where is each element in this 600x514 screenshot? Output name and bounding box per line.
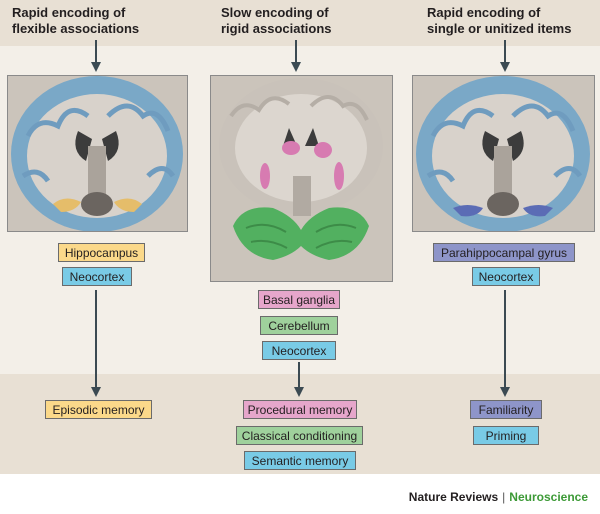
structure-hippocampus: Hippocampus: [58, 243, 145, 262]
top-band: [0, 0, 600, 46]
heading-line: single or unitized items: [427, 21, 572, 36]
credit-separator: |: [502, 490, 506, 504]
memory-procedural: Procedural memory: [243, 400, 357, 419]
journal-credit: Nature Reviews|Neuroscience: [409, 490, 588, 504]
structure-neocortex: Neocortex: [472, 267, 540, 286]
memory-semantic: Semantic memory: [244, 451, 356, 470]
structure-neocortex: Neocortex: [262, 341, 336, 360]
coronal-brain-scan-image: [7, 75, 188, 232]
heading-line: flexible associations: [12, 21, 140, 36]
memory-episodic: Episodic memory: [45, 400, 152, 419]
journal-section: Neuroscience: [509, 490, 588, 504]
structure-parahippocampal-gyrus: Parahippocampal gyrus: [433, 243, 575, 262]
structure-neocortex: Neocortex: [62, 267, 132, 286]
heading-rigid: Slow encoding of rigid associations: [221, 5, 421, 37]
cerebellum-brain-scan-image: [210, 75, 393, 282]
memory-classical-conditioning: Classical conditioning: [236, 426, 363, 445]
heading-flexible: Rapid encoding of flexible associations: [12, 5, 212, 37]
journal-name: Nature Reviews: [408, 490, 499, 504]
heading-line: Slow encoding of: [221, 5, 329, 20]
structure-basal-ganglia: Basal ganglia: [258, 290, 340, 309]
coronal-brain-scan-image: [412, 75, 595, 232]
memory-priming: Priming: [473, 426, 539, 445]
memory-familiarity: Familiarity: [470, 400, 542, 419]
heading-line: rigid associations: [221, 21, 332, 36]
heading-line: Rapid encoding of: [427, 5, 541, 20]
heading-unitized: Rapid encoding of single or unitized ite…: [427, 5, 600, 37]
heading-line: Rapid encoding of: [12, 5, 126, 20]
structure-cerebellum: Cerebellum: [260, 316, 338, 335]
